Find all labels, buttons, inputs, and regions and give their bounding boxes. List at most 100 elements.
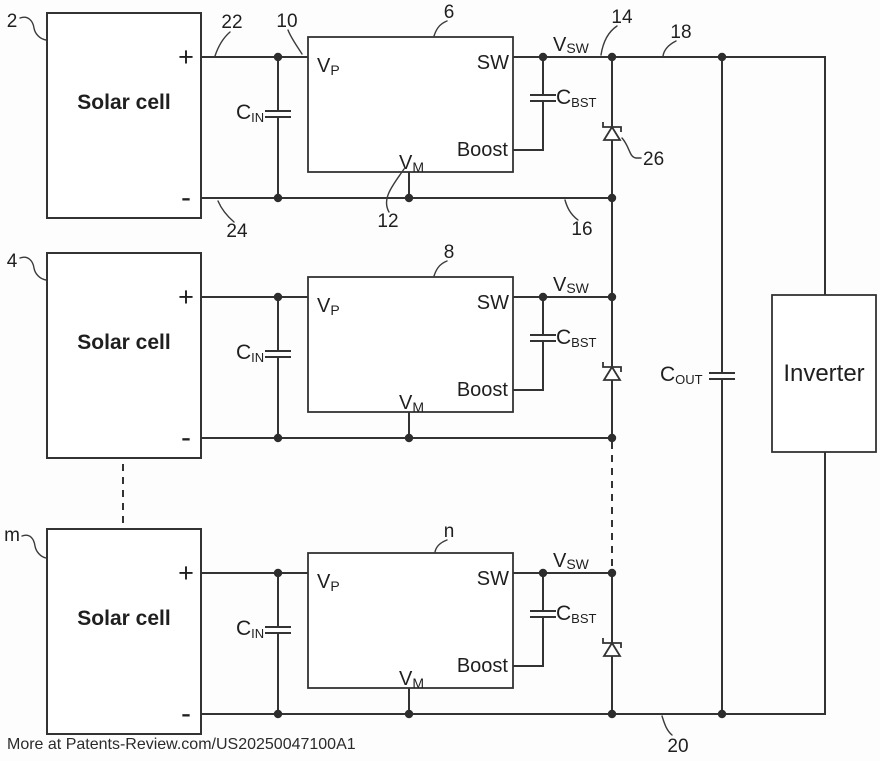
leader-line bbox=[600, 25, 618, 56]
diode-icon bbox=[602, 641, 622, 657]
cbst-label: CBST bbox=[556, 326, 597, 350]
solar-cell-label: Solar cell bbox=[77, 91, 170, 114]
cbst-capacitor bbox=[530, 610, 556, 618]
leader-line bbox=[21, 534, 47, 559]
ref-label-converter: 8 bbox=[444, 242, 455, 263]
solar-cell-label: Solar cell bbox=[77, 607, 170, 630]
leader-line bbox=[217, 200, 235, 223]
junction-dot bbox=[273, 433, 283, 443]
junction-dot bbox=[273, 292, 283, 302]
junction-dot bbox=[717, 709, 727, 719]
pin-boost-label: Boost bbox=[457, 139, 509, 161]
cin-label: CIN bbox=[236, 617, 264, 641]
stage-row-2: Solar cell + - VP SW Boost VM VSW CIN CB… bbox=[7, 242, 622, 459]
leader-line bbox=[385, 168, 405, 213]
stage-row-3: Solar cell + - VP SW Boost VM VSW CIN CB… bbox=[4, 521, 622, 735]
vsw-node-label: VSW bbox=[553, 274, 590, 296]
leader-line bbox=[19, 256, 47, 281]
ref-label-solar: 4 bbox=[7, 251, 18, 272]
pin-vp-label: VP bbox=[317, 295, 340, 318]
converter-box bbox=[307, 276, 514, 413]
inverter-box bbox=[771, 294, 877, 453]
leader-line bbox=[19, 16, 47, 41]
diode-icon bbox=[602, 125, 622, 141]
pin-vp-label: VP bbox=[317, 571, 340, 594]
inverter-label: Inverter bbox=[783, 360, 864, 387]
minus-terminal: - bbox=[181, 181, 191, 214]
leader-line bbox=[433, 20, 448, 37]
diode-icon bbox=[602, 365, 622, 381]
stage-row-1: Solar cell + - VP SW Boost VM VSW CIN CB… bbox=[7, 2, 622, 219]
junction-dot bbox=[607, 193, 617, 203]
leader-line bbox=[214, 31, 231, 57]
leader-line bbox=[434, 539, 448, 553]
leader-line bbox=[287, 29, 303, 55]
solar-cell-box bbox=[46, 252, 202, 459]
pin-sw-label: SW bbox=[477, 292, 509, 314]
inverter: Inverter bbox=[771, 294, 877, 453]
pin-vp-label: VP bbox=[317, 55, 340, 78]
solar-cell-label: Solar cell bbox=[77, 331, 170, 354]
cbst-capacitor bbox=[530, 334, 556, 342]
cin-label: CIN bbox=[236, 341, 264, 365]
pin-vm-label: VM bbox=[399, 668, 424, 691]
junction-dot bbox=[607, 292, 617, 302]
junction-dot bbox=[538, 568, 548, 578]
ref-label-24: 24 bbox=[226, 221, 248, 242]
cbst-wire bbox=[512, 296, 544, 391]
cin-capacitor bbox=[265, 110, 291, 118]
junction-dot bbox=[404, 709, 414, 719]
inter-stage-links bbox=[122, 197, 613, 570]
ref-label-solar: 2 bbox=[7, 11, 18, 32]
cin-capacitor bbox=[265, 626, 291, 634]
leader-line bbox=[662, 40, 677, 57]
leader-line bbox=[564, 199, 579, 221]
minus-terminal: - bbox=[181, 697, 191, 730]
cbst-label: CBST bbox=[556, 602, 597, 626]
ref-label-converter: n bbox=[444, 521, 455, 542]
pin-boost-label: Boost bbox=[457, 655, 509, 677]
leader-line bbox=[433, 260, 448, 277]
junction-dot bbox=[273, 568, 283, 578]
cbst-wire bbox=[512, 56, 544, 151]
junction-dot bbox=[607, 568, 617, 578]
plus-terminal: + bbox=[178, 42, 194, 72]
cout-label: COUT bbox=[660, 363, 703, 387]
plus-terminal: + bbox=[178, 558, 194, 588]
footer-credit: More at Patents-Review.com/US20250047100… bbox=[7, 736, 356, 753]
cbst-label: CBST bbox=[556, 86, 597, 110]
junction-dot bbox=[717, 52, 727, 62]
pin-vm-label: VM bbox=[399, 152, 424, 175]
leader-line bbox=[621, 137, 642, 159]
junction-dot bbox=[538, 52, 548, 62]
ref-label-22: 22 bbox=[221, 12, 242, 33]
pin-sw-label: SW bbox=[477, 568, 509, 590]
plus-terminal: + bbox=[178, 282, 194, 312]
pin-boost-label: Boost bbox=[457, 379, 509, 401]
ref-label-14: 14 bbox=[611, 7, 633, 28]
ref-label-converter: 6 bbox=[444, 2, 455, 23]
leader-line bbox=[661, 715, 673, 736]
junction-dot bbox=[273, 52, 283, 62]
junction-dot bbox=[273, 193, 283, 203]
ref-label-12: 12 bbox=[377, 211, 398, 232]
junction-dot bbox=[538, 292, 548, 302]
vsw-node-label: VSW bbox=[553, 550, 590, 572]
wire-annotations: 22 10 14 18 24 12 16 26 20 bbox=[214, 7, 692, 757]
pin-sw-label: SW bbox=[477, 52, 509, 74]
vsw-node-label: VSW bbox=[553, 34, 590, 56]
junction-dot bbox=[404, 193, 414, 203]
solar-cell-box bbox=[46, 528, 202, 735]
wire-vsw-top-rail bbox=[611, 56, 826, 296]
cin-capacitor bbox=[265, 350, 291, 358]
cbst-wire bbox=[512, 572, 544, 667]
junction-dot bbox=[607, 433, 617, 443]
ref-label-18: 18 bbox=[670, 22, 691, 43]
pin-vm-label: VM bbox=[399, 392, 424, 415]
junction-dot bbox=[404, 433, 414, 443]
ref-label-20: 20 bbox=[667, 736, 688, 757]
cout-capacitor bbox=[709, 372, 735, 380]
junction-dot bbox=[273, 709, 283, 719]
